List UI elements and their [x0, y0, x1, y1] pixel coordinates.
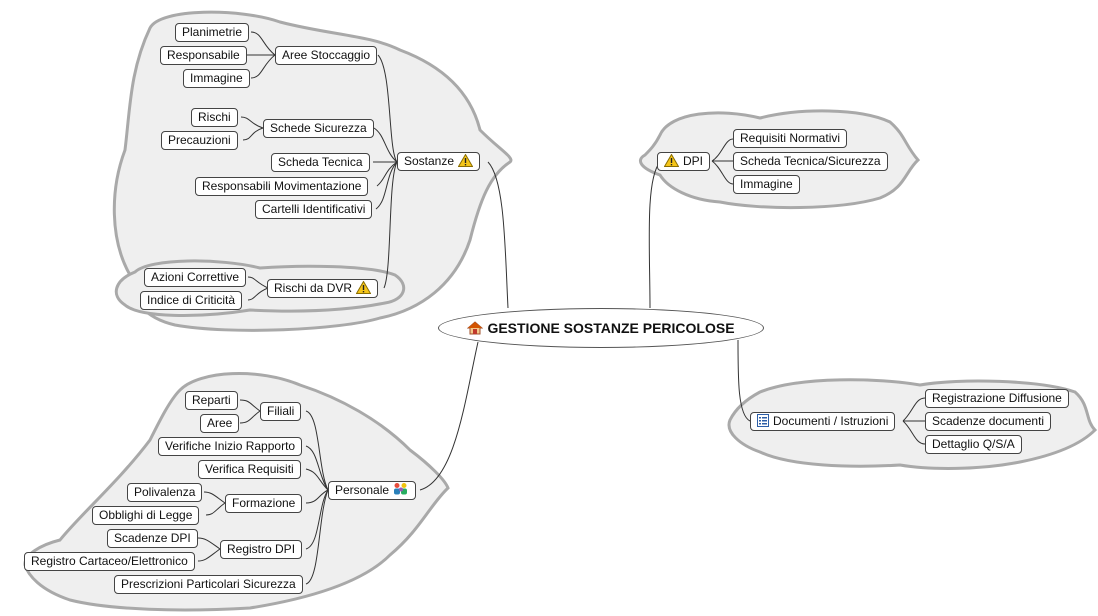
node-registro-dpi[interactable]: Registro DPI: [220, 540, 303, 559]
warning-icon: [663, 153, 680, 172]
node-aree-stoccaggio[interactable]: Aree Stoccaggio: [275, 46, 378, 65]
root-label: GESTIONE SOSTANZE PERICOLOSE: [487, 320, 735, 336]
node-cartelli-identificativi[interactable]: Cartelli Identificativi: [255, 200, 373, 219]
node-filiali[interactable]: Filiali: [260, 402, 302, 421]
warning-icon: [457, 153, 474, 172]
people-icon: [393, 482, 409, 501]
node-obblighi-di-legge[interactable]: Obblighi di Legge: [92, 506, 200, 525]
node-sostanze[interactable]: Sostanze: [397, 152, 481, 172]
node-azioni-correttive[interactable]: Azioni Correttive: [144, 268, 247, 287]
node-personale[interactable]: Personale: [328, 481, 417, 501]
node-prescrizioni-particolari-sicurezza[interactable]: Prescrizioni Particolari Sicurezza: [114, 575, 303, 594]
node-verifiche-inizio-rapporto[interactable]: Verifiche Inizio Rapporto: [158, 437, 303, 456]
document-list-icon: [757, 414, 769, 432]
warning-icon: [355, 280, 372, 299]
node-documenti-istruzioni[interactable]: Documenti / Istruzioni: [750, 412, 896, 432]
node-scheda-tecnica[interactable]: Scheda Tecnica: [271, 153, 370, 172]
node-rischi[interactable]: Rischi: [191, 108, 238, 127]
node-schede-sicurezza[interactable]: Schede Sicurezza: [263, 119, 374, 138]
node-verifica-requisiti[interactable]: Verifica Requisiti: [198, 460, 301, 479]
node-polivalenza[interactable]: Polivalenza: [127, 483, 203, 502]
node-precauzioni[interactable]: Precauzioni: [161, 131, 238, 150]
node-responsabili-movimentazione[interactable]: Responsabili Movimentazione: [195, 177, 369, 196]
node-registrazione-diffusione[interactable]: Registrazione Diffusione: [925, 389, 1069, 408]
node-registro-cartaceo-elettronico[interactable]: Registro Cartaceo/Elettronico: [24, 552, 195, 571]
node-scadenze-documenti[interactable]: Scadenze documenti: [925, 412, 1052, 431]
node-planimetrie[interactable]: Planimetrie: [175, 23, 250, 42]
node-aree[interactable]: Aree: [200, 414, 240, 433]
house-icon: [467, 311, 484, 349]
node-rischi-dvr[interactable]: Rischi da DVR: [267, 279, 379, 299]
node-formazione[interactable]: Formazione: [225, 494, 303, 513]
node-scadenze-dpi[interactable]: Scadenze DPI: [107, 529, 198, 548]
root-node[interactable]: GESTIONE SOSTANZE PERICOLOSE: [438, 308, 764, 348]
node-immagine-dpi[interactable]: Immagine: [733, 175, 800, 194]
node-immagine-aree[interactable]: Immagine: [183, 69, 250, 88]
node-dettaglio-qsa[interactable]: Dettaglio Q/S/A: [925, 435, 1022, 454]
node-reparti[interactable]: Reparti: [185, 391, 238, 410]
node-indice-criticita[interactable]: Indice di Criticità: [140, 291, 243, 310]
node-dpi[interactable]: DPI: [657, 152, 711, 172]
node-requisiti-normativi[interactable]: Requisiti Normativi: [733, 129, 848, 148]
node-scheda-tecnica-sicurezza[interactable]: Scheda Tecnica/Sicurezza: [733, 152, 888, 171]
cloud-personale: [23, 372, 450, 612]
node-responsabile[interactable]: Responsabile: [160, 46, 247, 65]
